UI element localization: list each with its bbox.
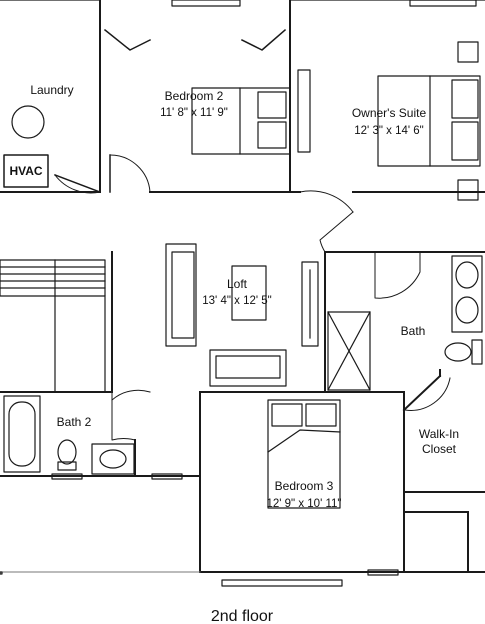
hvac-label: HVAC — [9, 164, 42, 178]
owners-suite-label: Owner's Suite — [352, 106, 427, 120]
bedroom3-bed — [267, 399, 341, 509]
toilet-icon — [57, 439, 77, 471]
nightstand-icon — [457, 41, 479, 63]
laundry-label: Laundry — [30, 83, 73, 97]
bath2-vanity — [91, 443, 135, 475]
nightstand-icon — [457, 179, 479, 201]
owners-suite-size: 12' 3" x 14' 6" — [354, 125, 423, 137]
toilet-icon — [444, 339, 483, 365]
hvac-unit — [3, 154, 49, 188]
loft-media — [301, 261, 319, 347]
bath-label: Bath — [401, 324, 426, 338]
sink-icon — [455, 296, 479, 324]
doors — [54, 28, 451, 441]
bath-vanity — [451, 255, 483, 333]
exterior-walls — [0, 0, 485, 573]
bedroom2-size: 11' 8" x 11' 9" — [160, 107, 228, 119]
loft-sofa — [165, 243, 197, 347]
loft-size: 13' 4" x 12' 5" — [202, 295, 271, 307]
loft-table — [231, 265, 267, 321]
sink-icon — [455, 261, 479, 289]
bedroom2-label: Bedroom 2 — [165, 89, 224, 103]
bedroom3-size: 12' 9" x 10' 11" — [266, 498, 341, 510]
walkin-closet-label-line2: Closet — [422, 442, 457, 456]
bathtub — [3, 395, 41, 473]
shower — [327, 311, 371, 391]
floor-caption: 2nd floor — [211, 608, 274, 624]
walkin-closet-label-line1: Walk-In — [419, 427, 459, 441]
bedroom3-label: Bedroom 3 — [275, 479, 334, 493]
washer-icon — [11, 105, 45, 139]
bedroom2-bed — [191, 87, 291, 155]
windows — [0, 0, 477, 587]
loft-label: Loft — [227, 277, 248, 291]
owners-suite-bed — [377, 75, 481, 167]
bedroom2-dresser — [297, 69, 311, 153]
loft-chair — [209, 349, 287, 387]
bath2-label: Bath 2 — [57, 415, 92, 429]
staircase — [0, 259, 106, 393]
